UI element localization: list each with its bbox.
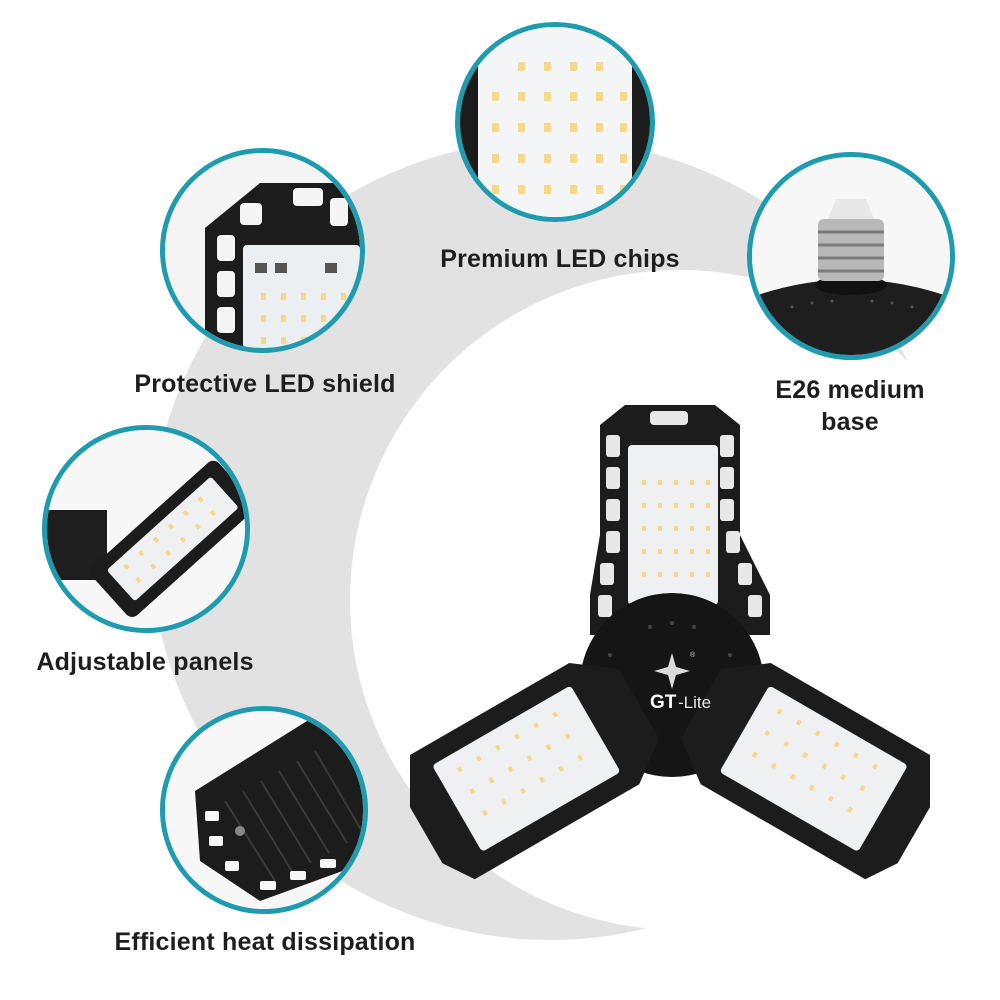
label-e26-line1: E26 medium: [775, 376, 925, 404]
label-e26-line2: base: [821, 408, 879, 436]
callout-adjustable: [42, 425, 250, 633]
registered-mark: ®: [690, 651, 696, 659]
logo-text-bold: GT: [650, 692, 677, 713]
right-panel: [681, 663, 930, 880]
label-e26-base: E26 medium base: [740, 374, 960, 438]
callout-e26-base: [747, 152, 955, 360]
led-panel-closeup-icon: [460, 27, 650, 217]
callout-led-shield: [160, 148, 365, 353]
callout-led-chips: [455, 22, 655, 222]
logo-text-light: -Lite: [678, 693, 711, 712]
label-led-shield: Protective LED shield: [134, 370, 396, 398]
left-panel: [410, 663, 659, 880]
top-panel: [590, 405, 770, 635]
label-heat: Efficient heat dissipation: [114, 928, 416, 956]
heatsink-closeup-icon: [165, 711, 363, 909]
label-adjustable: Adjustable panels: [36, 648, 254, 676]
label-led-chips: Premium LED chips: [440, 245, 680, 273]
product-main-image: GT -Lite ®: [410, 395, 930, 885]
led-shield-closeup-icon: [165, 153, 360, 348]
compass-star-icon: [654, 653, 690, 689]
tilted-panel-closeup-icon: [47, 430, 245, 628]
gt-lite-logo: GT -Lite ®: [650, 651, 711, 713]
tri-panel-light-icon: GT -Lite ®: [410, 405, 930, 880]
callout-heat: [160, 706, 368, 914]
screw-base-closeup-icon: [752, 157, 950, 355]
